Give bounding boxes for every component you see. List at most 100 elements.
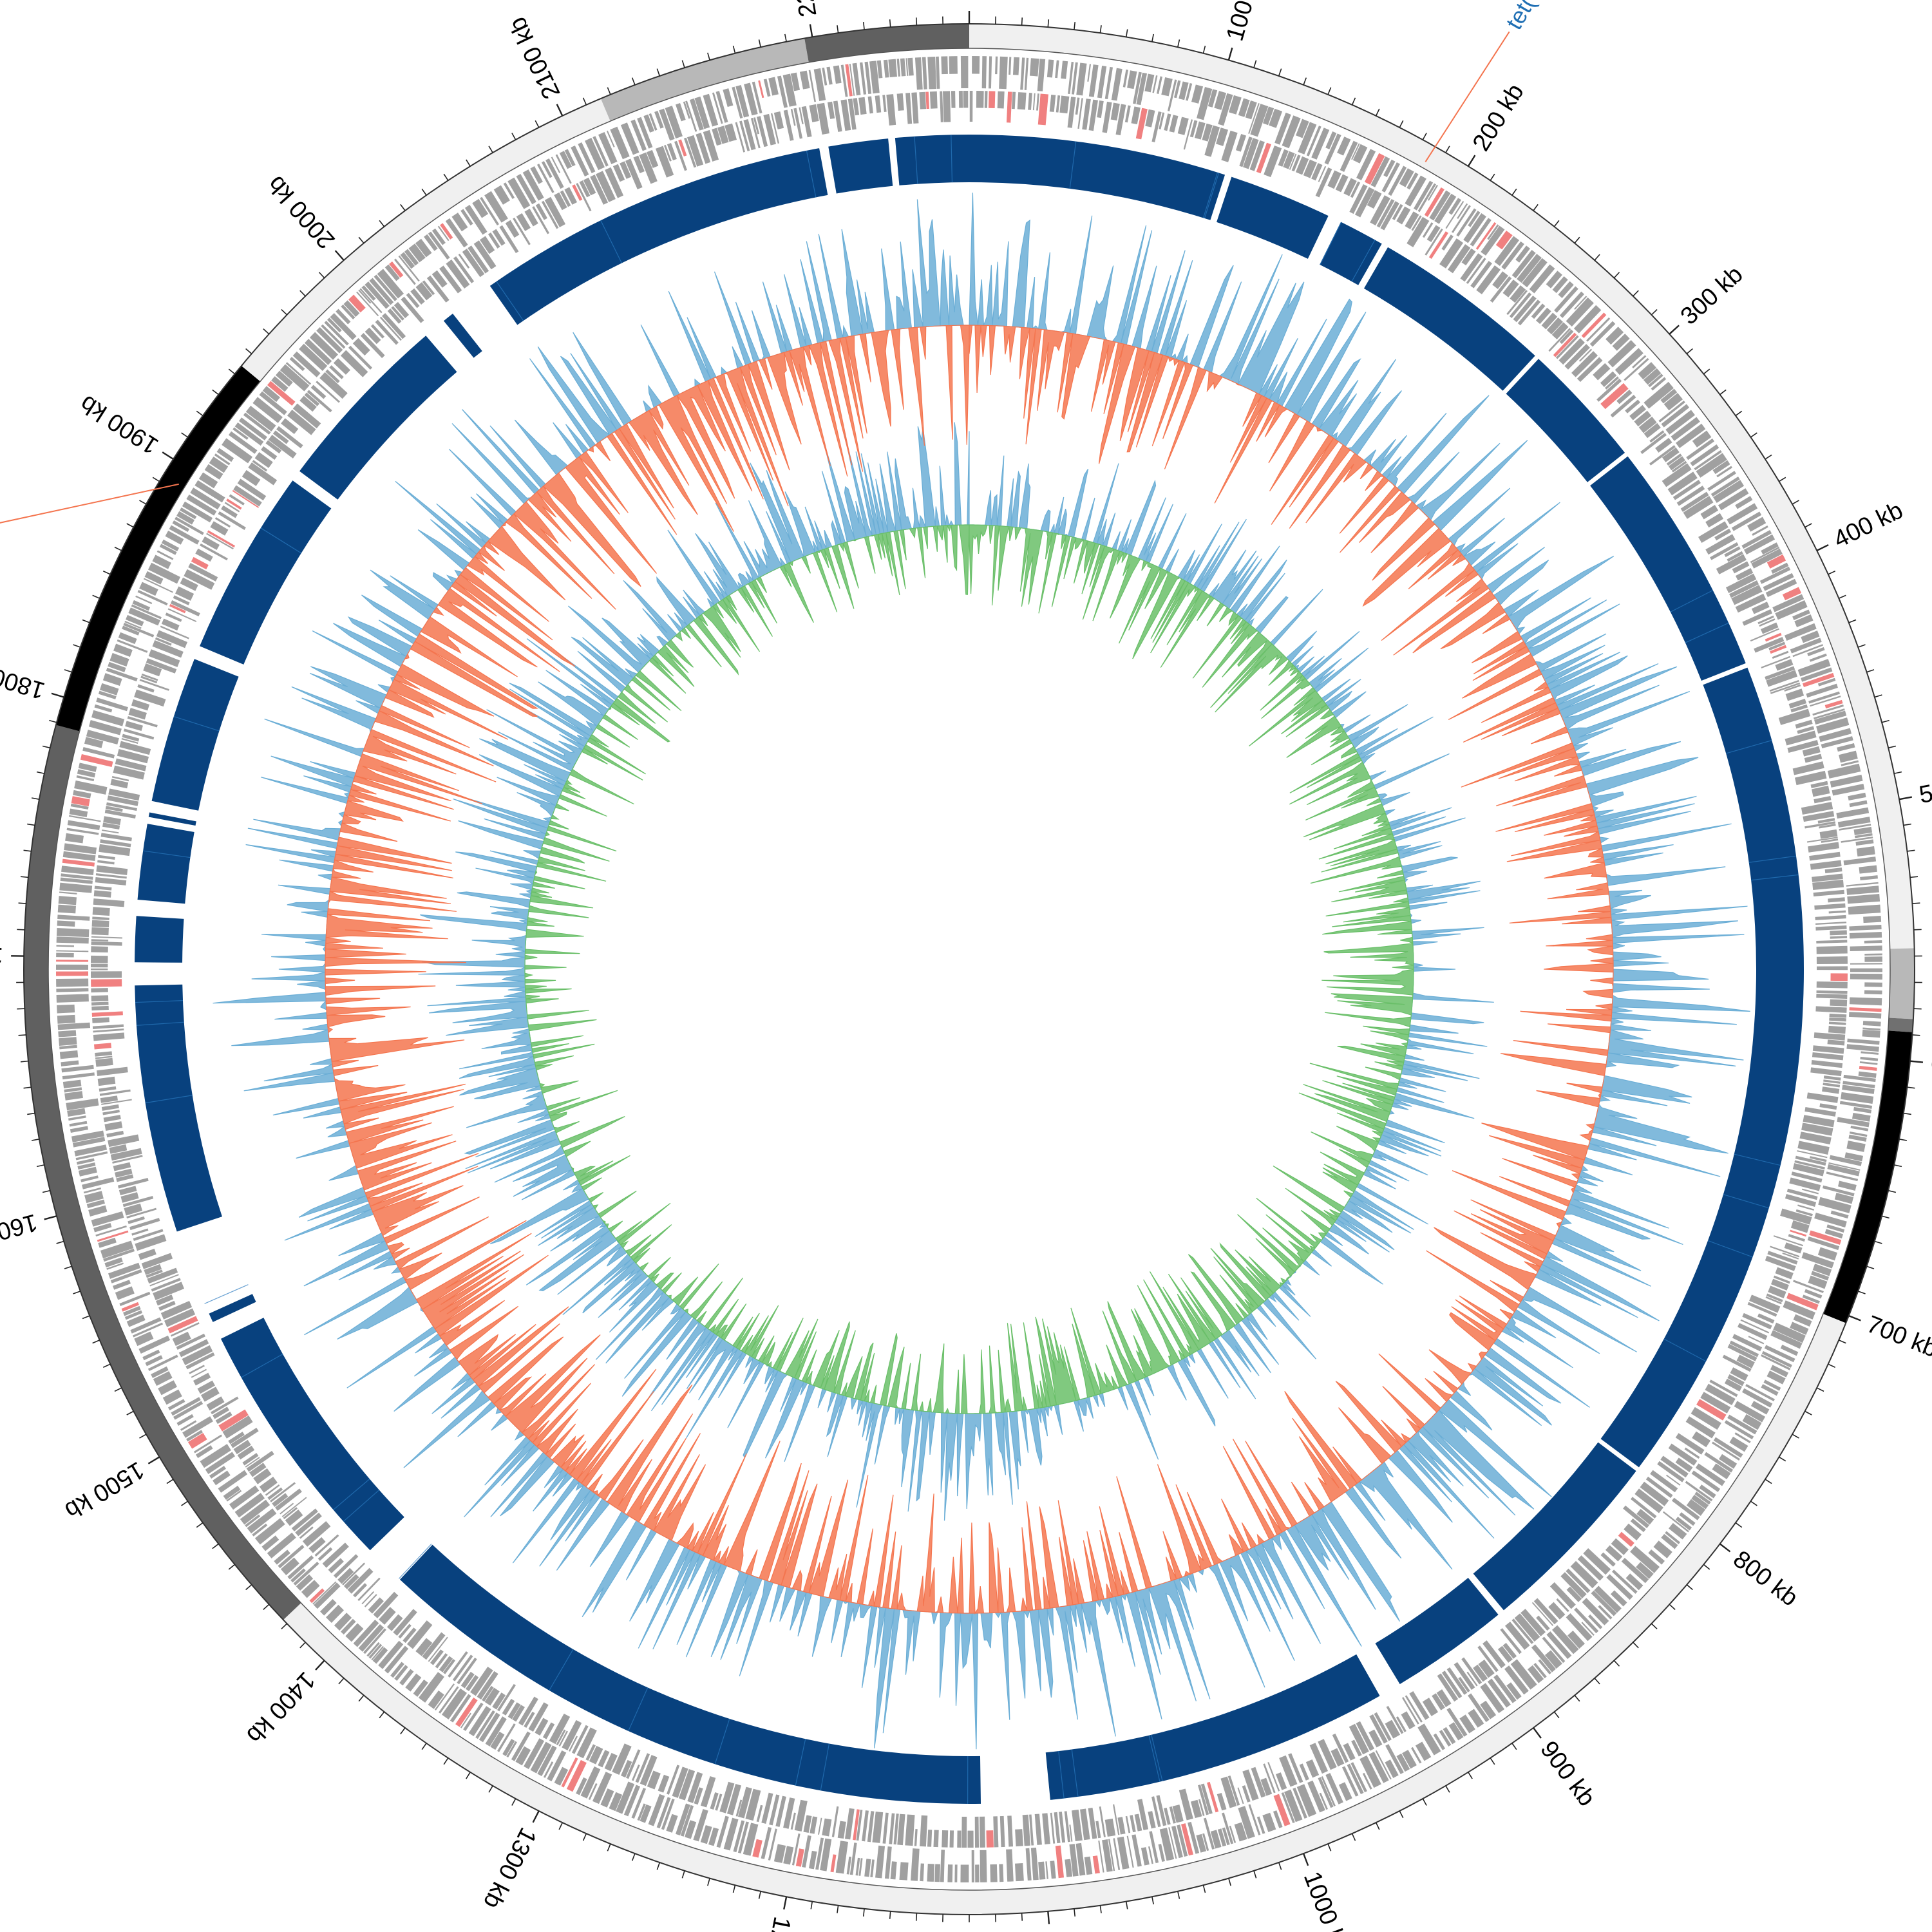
cds-gene <box>1131 106 1141 125</box>
cds-gene <box>1788 698 1807 709</box>
cds-gene <box>1493 1674 1517 1703</box>
cds-gene <box>1745 1384 1776 1401</box>
cds-gene <box>1324 133 1341 165</box>
cds-gene <box>756 116 768 147</box>
cds-gene <box>940 1850 945 1882</box>
cds-gene <box>1832 784 1865 796</box>
cds-gene <box>165 531 184 545</box>
cds-gene <box>368 1643 383 1659</box>
cds-gene <box>1696 453 1727 478</box>
cds-gene <box>1638 362 1657 380</box>
cds-gene <box>1546 270 1562 289</box>
cds-gene <box>1757 615 1774 625</box>
minor-tick <box>1703 1564 1710 1570</box>
cds-gene <box>1439 238 1464 269</box>
minor-tick <box>1912 902 1920 904</box>
cds-gene <box>726 1783 741 1815</box>
cds-gene <box>259 1476 278 1493</box>
cds-gene <box>505 220 520 238</box>
cds-gene <box>184 569 215 590</box>
cds-gene <box>102 1110 120 1115</box>
cds-gene <box>153 1371 173 1387</box>
cds-gene <box>1370 195 1390 226</box>
minor-tick <box>488 146 493 153</box>
cds-gene <box>1321 1776 1336 1806</box>
minor-tick <box>488 1785 493 1793</box>
cds-gene <box>1818 1197 1852 1213</box>
minor-tick <box>1816 1387 1824 1392</box>
minor-tick <box>1202 45 1206 53</box>
cds-gene <box>129 1218 160 1231</box>
cds-gene <box>737 1821 749 1853</box>
cds-gene <box>1112 1804 1120 1835</box>
cds-gene <box>283 1507 298 1520</box>
cds-gene <box>949 1830 954 1848</box>
cds-gene <box>1222 1827 1230 1846</box>
cds-gene <box>1648 374 1663 388</box>
cds-gene <box>128 607 160 626</box>
cds-gene <box>353 1620 379 1647</box>
cds-gene <box>1183 119 1193 150</box>
cds-gene <box>1694 450 1722 471</box>
cds-gene <box>1406 216 1430 247</box>
cds-gene <box>254 1518 285 1545</box>
cds-gene <box>247 1508 277 1534</box>
cds-gene <box>1318 1739 1337 1770</box>
cds-gene <box>410 288 425 305</box>
cds-gene <box>1362 1772 1372 1790</box>
minor-tick <box>263 1604 270 1610</box>
homology-block-20 <box>299 336 457 500</box>
cds-gene <box>137 684 155 693</box>
cds-gene <box>125 721 143 732</box>
cds-gene <box>1764 1345 1795 1363</box>
cds-gene <box>1729 1436 1748 1452</box>
cds-gene <box>1050 1812 1056 1844</box>
cds-gene <box>675 102 686 122</box>
major-tick <box>1467 155 1476 167</box>
cds-gene <box>1727 1414 1757 1435</box>
cds-gene <box>907 57 914 76</box>
cds-gene <box>999 1864 1004 1882</box>
cds-gene <box>1747 1302 1777 1317</box>
cds-gene <box>1760 622 1779 634</box>
cds-gene <box>1763 1379 1781 1391</box>
cds-gene <box>1406 172 1419 190</box>
cds-gene <box>896 93 904 111</box>
cds-gene <box>559 151 573 169</box>
cds-gene <box>316 381 340 403</box>
cds-gene <box>542 1722 555 1739</box>
cds-gene <box>1769 679 1799 692</box>
cds-gene <box>1862 1029 1880 1038</box>
cds-gene <box>1806 837 1838 843</box>
cds-gene <box>1180 1823 1193 1856</box>
cds-gene <box>1821 838 1839 843</box>
cds-gene <box>999 56 1008 90</box>
cds-gene <box>960 1864 969 1882</box>
minor-tick <box>31 797 40 800</box>
cds-gene <box>1828 1025 1846 1034</box>
cds-gene <box>352 337 370 356</box>
cds-gene <box>128 1216 145 1224</box>
cds-gene <box>631 1787 647 1819</box>
cds-gene <box>1649 430 1665 443</box>
cds-gene <box>1385 1719 1401 1739</box>
contig-segment-9 <box>600 38 809 122</box>
cds-gene <box>846 1856 852 1875</box>
cds-gene <box>1132 1834 1142 1867</box>
cds-gene <box>1288 1753 1303 1783</box>
minor-tick <box>299 1642 306 1649</box>
cds-gene <box>1772 650 1789 659</box>
cds-gene <box>997 91 1005 109</box>
gc-content-track <box>213 193 1750 1750</box>
cds-gene <box>1680 491 1709 512</box>
cds-gene <box>1804 1289 1823 1299</box>
cds-gene <box>1766 554 1786 569</box>
cds-gene <box>348 294 366 313</box>
minor-tick <box>681 1870 685 1879</box>
cds-gene <box>1827 1164 1860 1177</box>
cds-gene <box>1812 785 1830 797</box>
cds-gene <box>1734 1432 1751 1444</box>
cds-gene <box>1238 98 1250 117</box>
cds-gene <box>1640 1481 1669 1506</box>
cds-gene <box>97 1230 129 1242</box>
